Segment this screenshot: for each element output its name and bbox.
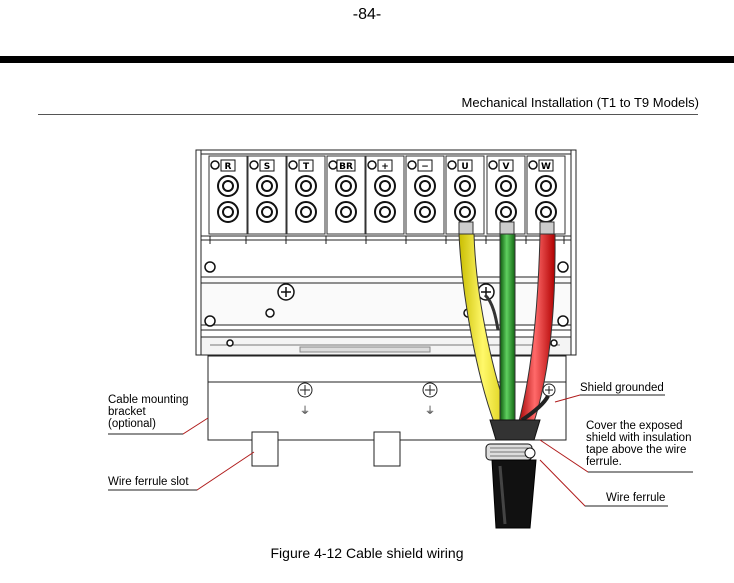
terminal-label-R: R [225, 162, 232, 172]
label-cover-line-3: tape above the wire [586, 444, 687, 456]
label-bracket-line-2: bracket [108, 406, 146, 418]
shield-ground-lead [520, 395, 550, 422]
terminal-label-V: V [503, 162, 510, 172]
terminal-label-U: U [461, 162, 468, 172]
terminal-BR: BR [326, 155, 366, 235]
svg-text:⏚: ⏚ [425, 405, 435, 417]
terminal-label-W: W [541, 162, 551, 172]
label-wire-ferrule: Wire ferrule [606, 492, 666, 504]
label-cover-line-2: shield with insulation [586, 432, 692, 444]
label-bracket-line-3: (optional) [108, 418, 156, 430]
cable-jacket [491, 459, 537, 529]
terminal-V: V [486, 155, 526, 235]
lug-V [499, 221, 515, 235]
lug-W [539, 221, 555, 235]
section-rule [38, 114, 698, 115]
terminal-label-T: T [303, 162, 310, 172]
terminal-label-plus: + [381, 162, 389, 172]
label-cover-shield: Cover the exposed shield with insulation… [586, 420, 691, 468]
terminal-S: S [247, 155, 287, 235]
svg-text:⏚: ⏚ [300, 405, 310, 417]
terminal-label-S: S [264, 162, 270, 172]
ferrule-slot-left [251, 431, 279, 467]
label-cable-mounting-bracket: Cable mounting bracket (optional) [108, 394, 189, 430]
lug-U [458, 221, 474, 235]
header-rule [0, 56, 734, 63]
shield-tape [489, 419, 541, 441]
shielded-cable [485, 419, 541, 529]
leader-shield-grounded [554, 394, 665, 403]
terminal-label-minus: − [421, 162, 429, 172]
label-bracket-line-1: Cable mounting [108, 394, 189, 406]
terminal-U: U [445, 155, 485, 235]
terminal-minus: − [405, 155, 445, 235]
ground-wire-top [483, 293, 500, 331]
section-title: Mechanical Installation (T1 to T9 Models… [461, 95, 699, 110]
wire-green [499, 233, 516, 426]
label-cover-line-1: Cover the exposed [586, 420, 683, 432]
ferrule-screw [524, 447, 536, 459]
label-cover-line-4: ferrule. [586, 456, 622, 468]
label-wire-ferrule-slot: Wire ferrule slot [108, 476, 189, 488]
ferrule-slot-right [373, 431, 401, 467]
callout-underlines [108, 394, 693, 507]
terminal-R: R [208, 155, 248, 235]
page-number: -84- [352, 6, 382, 23]
figure-caption: Figure 4-12 Cable shield wiring [270, 545, 464, 561]
terminal-label-BR: BR [339, 162, 353, 172]
terminal-plus: + [365, 155, 405, 235]
label-shield-grounded: Shield grounded [580, 382, 664, 394]
terminal-T: T [286, 155, 326, 235]
